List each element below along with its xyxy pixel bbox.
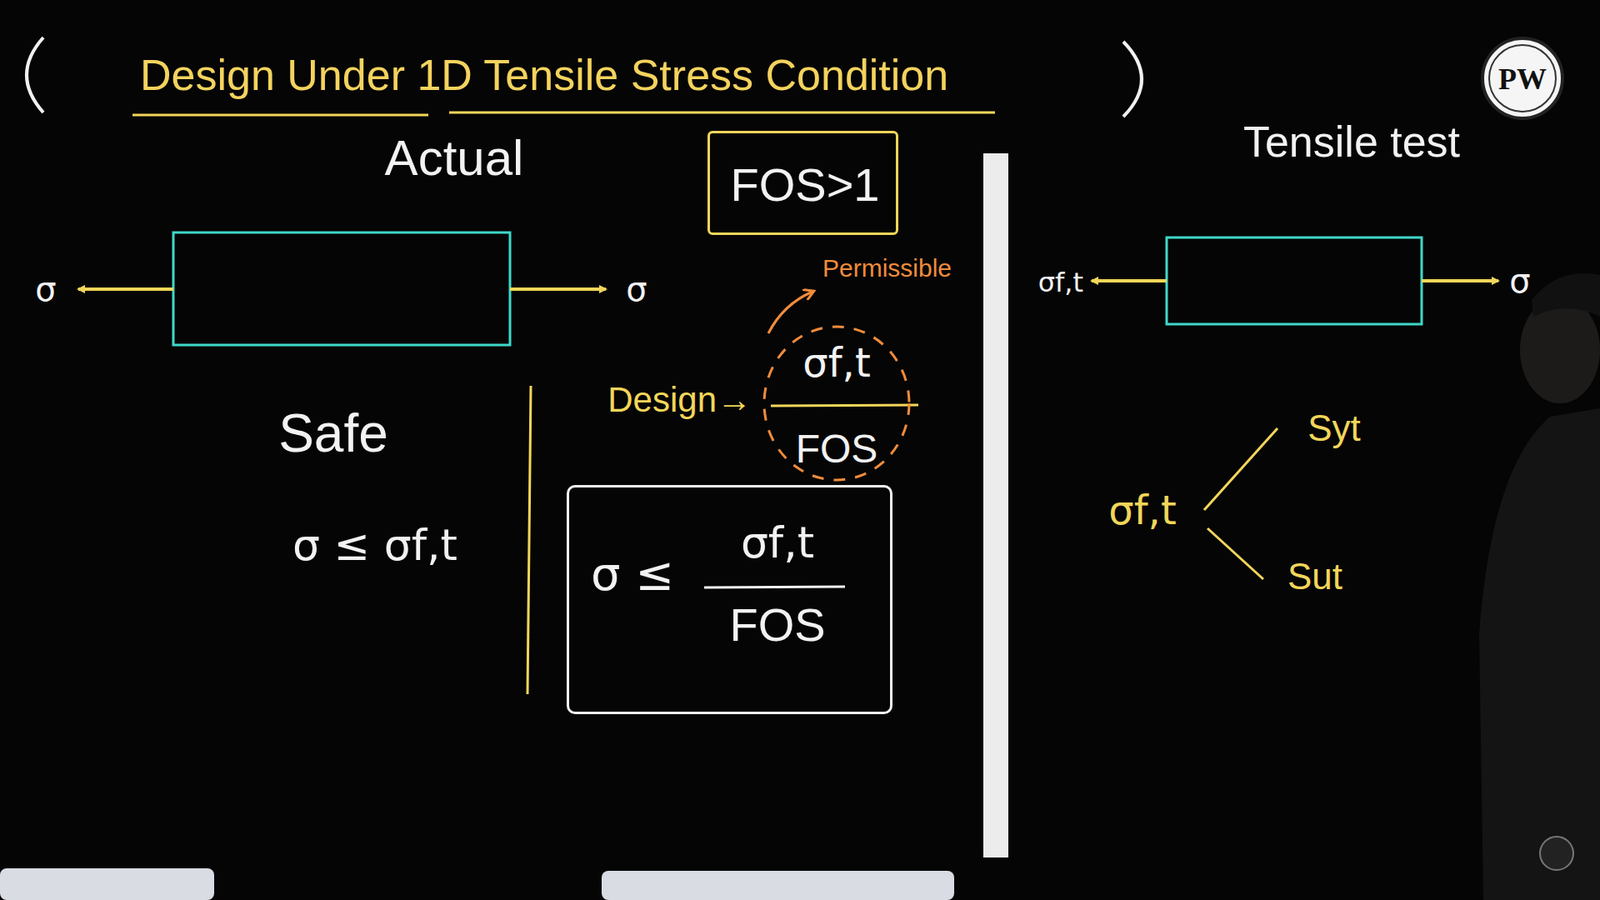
bar-specimen xyxy=(173,232,510,345)
force-arrow xyxy=(1421,279,1499,283)
person-head xyxy=(1520,296,1600,404)
annotation: Design→ xyxy=(607,380,752,420)
strength-symbol: Sut xyxy=(1287,556,1343,597)
leader-arrow xyxy=(768,291,813,334)
logo-text: PW xyxy=(1498,63,1547,97)
title-underline xyxy=(132,114,429,117)
logo-circle xyxy=(1482,38,1563,119)
dashed-ellipse xyxy=(764,326,910,480)
channel-badge xyxy=(1540,836,1574,870)
title-text: Design Under 1D Tensile Stress Condition xyxy=(140,51,949,100)
person-hair xyxy=(1531,273,1600,317)
force-arrow xyxy=(1091,279,1167,283)
fos-box: FOS>1 xyxy=(707,130,899,235)
divider-bar xyxy=(983,153,1009,858)
node-text: FOS xyxy=(729,599,825,651)
inequality: σ ≤ σf,t xyxy=(292,521,458,570)
fraction-bar xyxy=(770,405,919,406)
node-text: FOS>1 xyxy=(730,159,880,211)
toolbar xyxy=(601,870,955,900)
logo-ring xyxy=(1489,45,1556,112)
title-underline xyxy=(449,111,995,115)
test-specimen xyxy=(1166,237,1422,325)
section-heading: Actual xyxy=(385,130,525,186)
toolbar xyxy=(0,868,215,900)
force-arrow xyxy=(78,287,174,291)
node-text: FOS xyxy=(795,427,879,472)
node-text: σf,t xyxy=(740,519,815,567)
design-box: σ ≤ σf,tFOS xyxy=(566,485,893,715)
stress-symbol: σ xyxy=(35,270,56,308)
force-arrow xyxy=(510,287,606,291)
section-heading: Tensile test xyxy=(1243,118,1460,166)
stress-symbol: σf,t xyxy=(1038,268,1084,298)
condition-text: Safe xyxy=(278,404,389,463)
person-body xyxy=(1479,408,1600,900)
branch-line xyxy=(1204,428,1278,510)
permissible-ellipse: σf,tFOS xyxy=(761,324,912,483)
fraction-bar xyxy=(704,586,845,588)
bracket xyxy=(26,37,44,113)
stress-symbol: σf,t xyxy=(1108,488,1176,533)
branch-line xyxy=(1207,528,1264,580)
stress-symbol: σ xyxy=(625,270,647,308)
bracket xyxy=(1123,41,1142,117)
node-text: σ ≤ xyxy=(590,548,675,600)
strength-symbol: Syt xyxy=(1307,408,1361,449)
stress-symbol: σ xyxy=(1509,262,1530,300)
divider-line xyxy=(527,385,531,695)
annotation: Permissible xyxy=(822,254,952,282)
node-text: σf,t xyxy=(802,340,870,385)
